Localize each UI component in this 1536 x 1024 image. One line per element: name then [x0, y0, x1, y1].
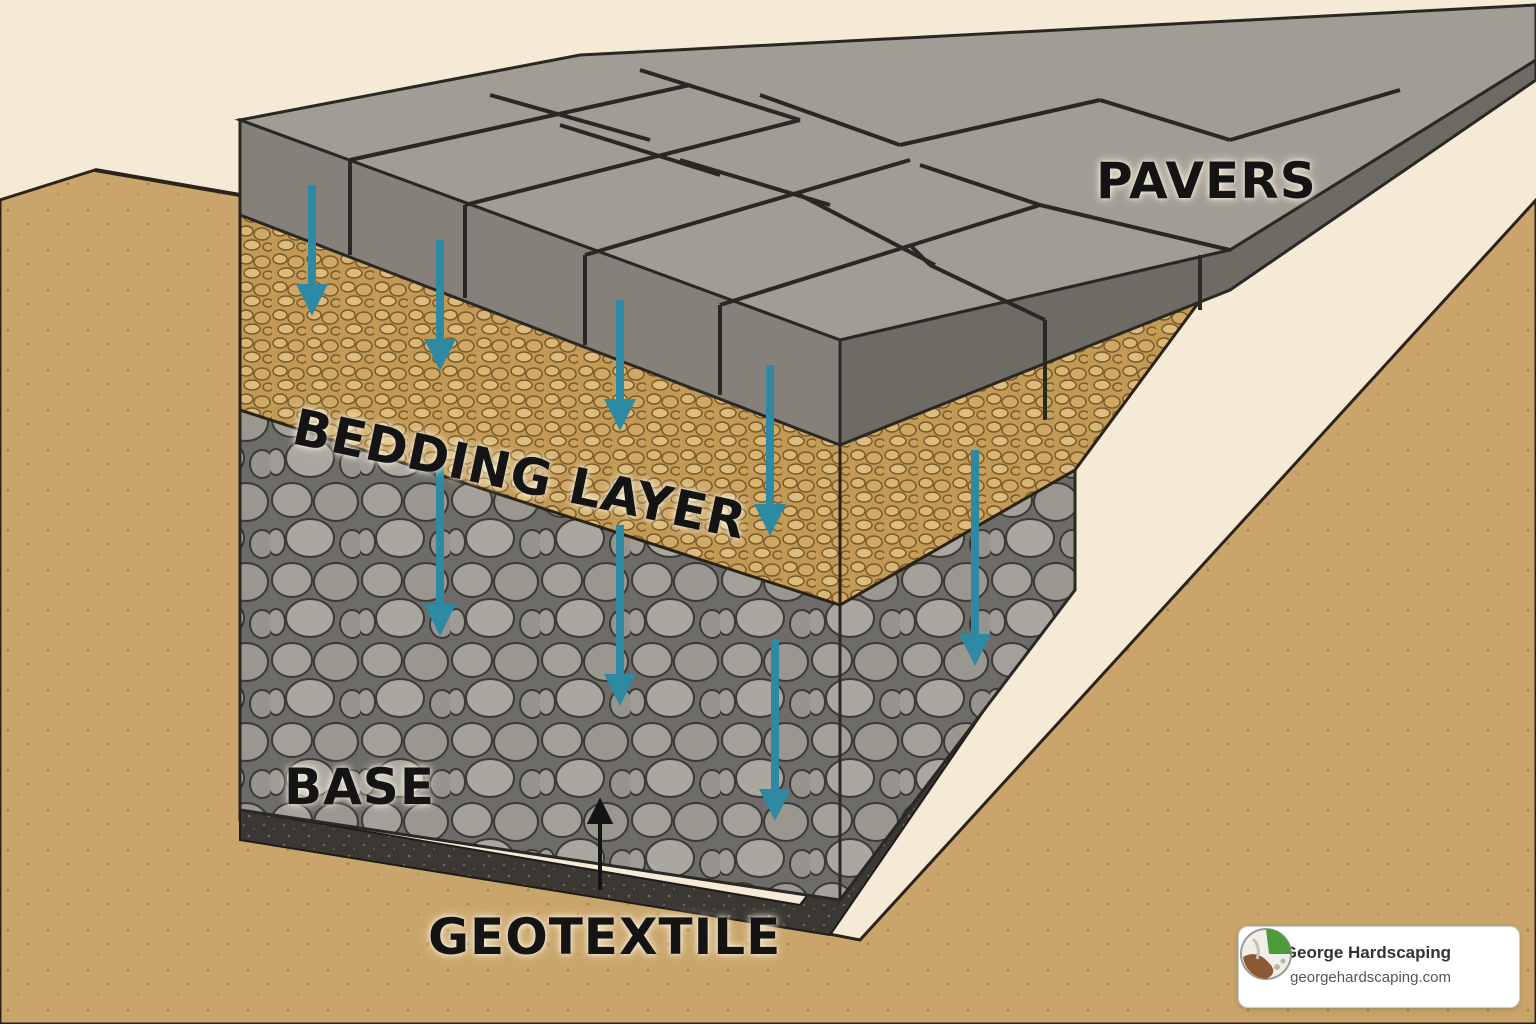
paver-joints — [348, 68, 1401, 420]
drainage-arrows — [296, 185, 991, 821]
label-base: BASE — [284, 758, 435, 816]
label-pavers: PAVERS — [1096, 152, 1317, 210]
geotextile-pointer-arrow — [586, 797, 614, 890]
circular-landscape-logo-icon — [1240, 928, 1292, 980]
brand-name: George Hardscaping — [1283, 943, 1451, 962]
brand-card[interactable]: George Hardscaping georgehardscaping.com — [1238, 926, 1520, 1008]
brand-url[interactable]: georgehardscaping.com — [1290, 969, 1451, 986]
label-geotextile: GEOTEXTILE — [428, 908, 782, 966]
soil-trench-edge — [94, 168, 241, 197]
